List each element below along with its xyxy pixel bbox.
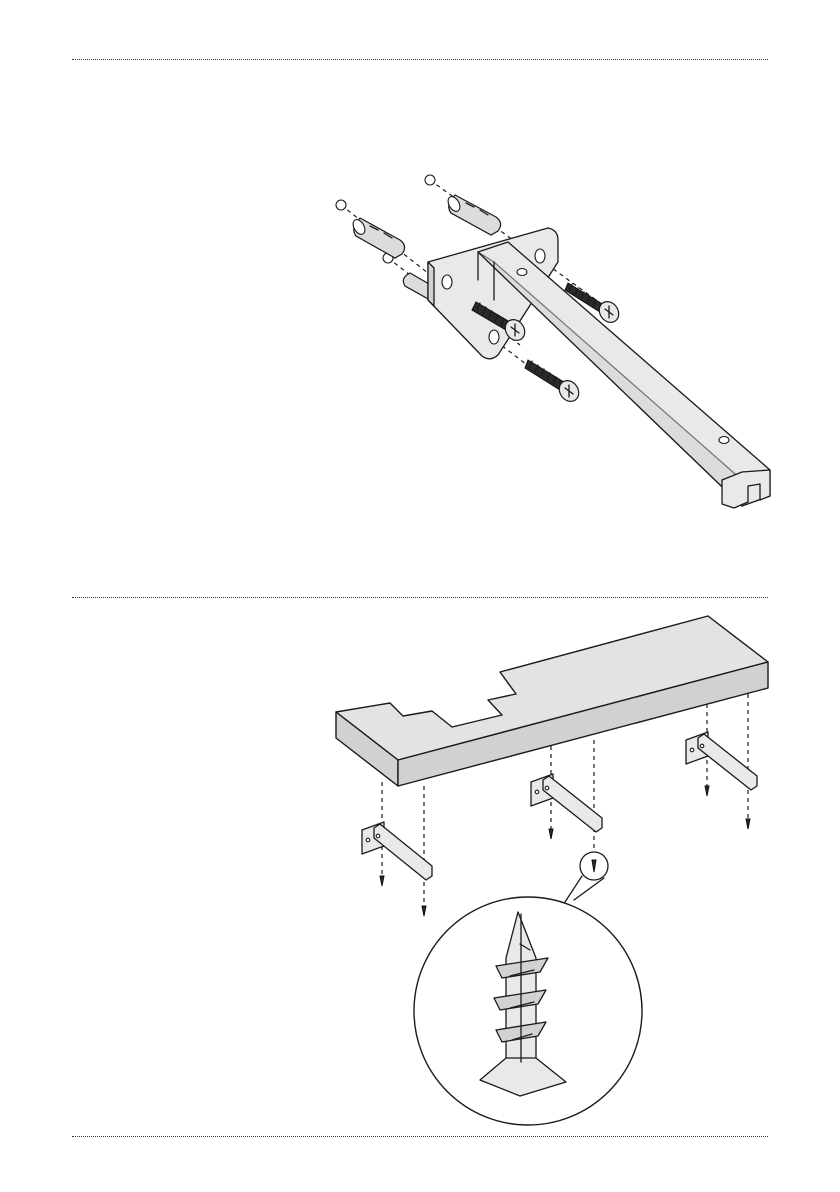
dash-origin-circle	[336, 200, 346, 210]
step-two-shelf-assembly	[336, 616, 768, 1125]
bracket-hole	[535, 249, 545, 263]
dash-origin-circle	[425, 175, 435, 185]
screw-lower	[525, 360, 583, 405]
shelf-bracket-step-one	[428, 228, 770, 508]
shelf-bracket-left	[362, 822, 432, 880]
wall-plug-top	[446, 195, 501, 235]
wall-plug-left	[351, 218, 405, 258]
arm-hole	[719, 437, 729, 444]
bracket-hole	[489, 330, 499, 344]
shelf-bracket-middle	[531, 774, 602, 832]
step-one-bracket-mounting	[336, 175, 770, 508]
bracket-hole	[442, 275, 452, 289]
arm-hole	[517, 269, 527, 276]
shelf-bracket-right	[686, 732, 757, 790]
screw-detail-magnifier	[414, 852, 642, 1125]
